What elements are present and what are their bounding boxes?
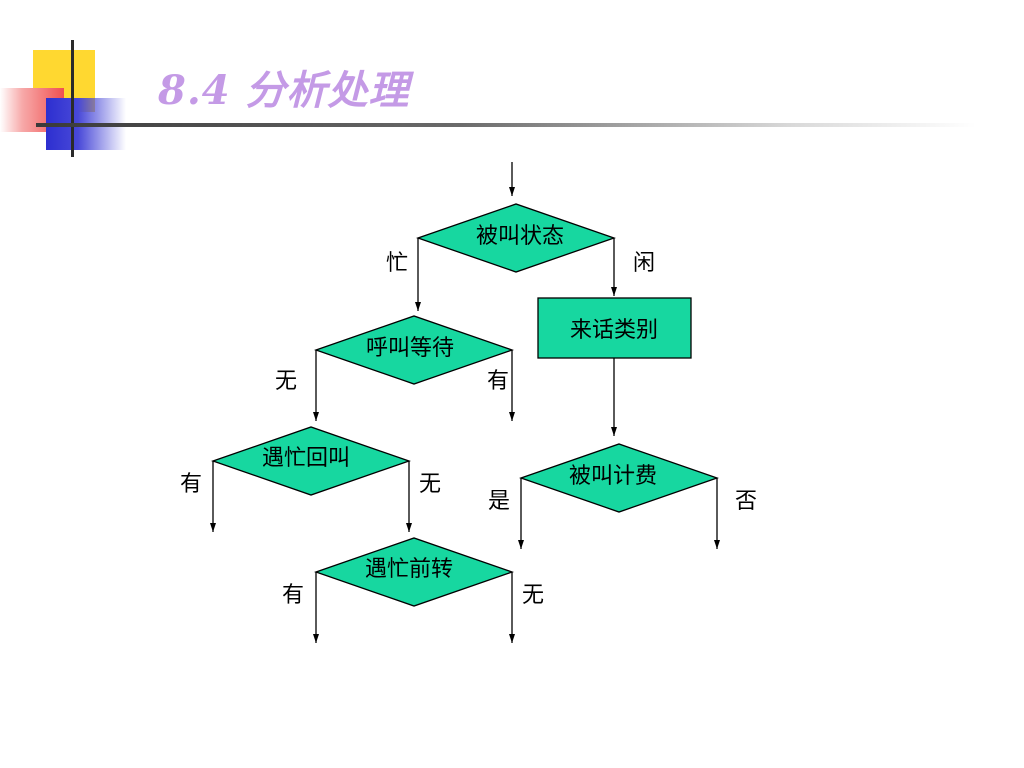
branch-labels: 忙 闲 无 有 有 无 是 否 有 无 (180, 251, 757, 608)
shapes (211, 203, 719, 607)
branch-forward-none: 无 (522, 583, 544, 608)
branch-callback-has: 有 (180, 472, 202, 497)
decision-called-state (416, 203, 616, 273)
branch-waiting-none: 无 (275, 369, 297, 394)
decision-billing (519, 443, 719, 513)
label-call-type: 来话类别 (570, 318, 658, 343)
decor-vertical-line (71, 40, 74, 157)
branch-callback-none: 无 (419, 472, 441, 497)
decision-busy-callback (211, 426, 411, 496)
branch-billing-no: 否 (735, 489, 757, 514)
branch-waiting-has: 有 (487, 369, 509, 394)
process-call-type (537, 297, 692, 359)
shape-labels: 被叫状态 呼叫等待 遇忙回叫 被叫计费 遇忙前转 来话类别 (262, 224, 658, 582)
branch-busy: 忙 (386, 251, 408, 276)
decision-busy-forward (314, 537, 514, 607)
title-underline (36, 123, 976, 127)
label-call-waiting: 呼叫等待 (366, 336, 454, 361)
branch-forward-has: 有 (282, 583, 304, 608)
branch-billing-yes: 是 (488, 489, 510, 514)
label-called-state: 被叫状态 (476, 224, 564, 249)
branch-idle: 闲 (633, 251, 655, 276)
label-busy-callback: 遇忙回叫 (262, 446, 350, 471)
slide-title: 8.4 分析处理 (158, 67, 410, 114)
label-busy-forward: 遇忙前转 (365, 557, 453, 582)
decision-call-waiting (314, 315, 514, 385)
connectors (210, 162, 720, 643)
label-billing: 被叫计费 (569, 464, 657, 489)
